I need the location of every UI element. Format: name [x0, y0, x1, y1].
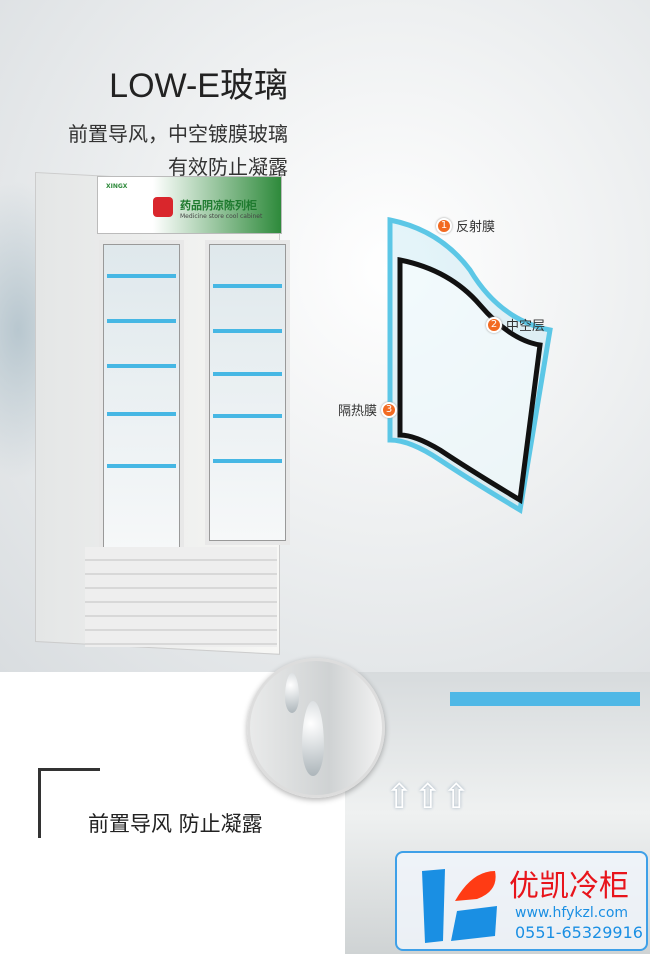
- fridge-header-panel: XINGX 药品阴凉陈列柜 Medicine store cool cabine…: [97, 176, 282, 234]
- fridge-image: XINGX 药品阴凉陈列柜 Medicine store cool cabine…: [35, 172, 290, 667]
- brand-logo-mark: [422, 869, 497, 943]
- headline-line-2: 有效防止凝露: [168, 155, 288, 179]
- water-drop-icon: [302, 701, 324, 776]
- brand-url: www.hfykzl.com: [515, 905, 629, 921]
- brand-name: 优凯冷柜: [509, 869, 629, 904]
- hero-section: LOW-E玻璃 前置导风，中空镀膜玻璃 有效防止凝露 XINGX 药品阴凉陈列柜…: [0, 0, 650, 672]
- fridge-base: [85, 547, 277, 647]
- brand-logo-box: 优凯冷柜 www.hfykzl.com 0551-65329916: [395, 851, 648, 951]
- fridge-door-right: [205, 240, 290, 545]
- water-drop-icon: [285, 673, 299, 713]
- condensation-magnifier: [247, 658, 385, 798]
- pharmacy-cross-icon: [153, 197, 173, 217]
- fridge-door-left: [99, 240, 184, 555]
- blue-shelf: [450, 692, 640, 706]
- headline-title: LOW-E玻璃: [109, 67, 288, 105]
- airflow-arrows-icon: ⇧⇧⇧: [385, 777, 471, 817]
- fridge-brand: XINGX: [106, 183, 128, 190]
- brand-phone: 0551-65329916: [515, 923, 643, 942]
- feature-text: 前置导风 防止凝露: [88, 812, 263, 836]
- fridge-panel-subtitle: Medicine store cool cabinet: [180, 213, 263, 220]
- headline-line-1: 前置导风，中空镀膜玻璃: [68, 122, 288, 146]
- fridge-panel-title: 药品阴凉陈列柜: [180, 199, 257, 212]
- glass-layers-diagram: [387, 216, 553, 515]
- decorative-bracket: [38, 768, 100, 838]
